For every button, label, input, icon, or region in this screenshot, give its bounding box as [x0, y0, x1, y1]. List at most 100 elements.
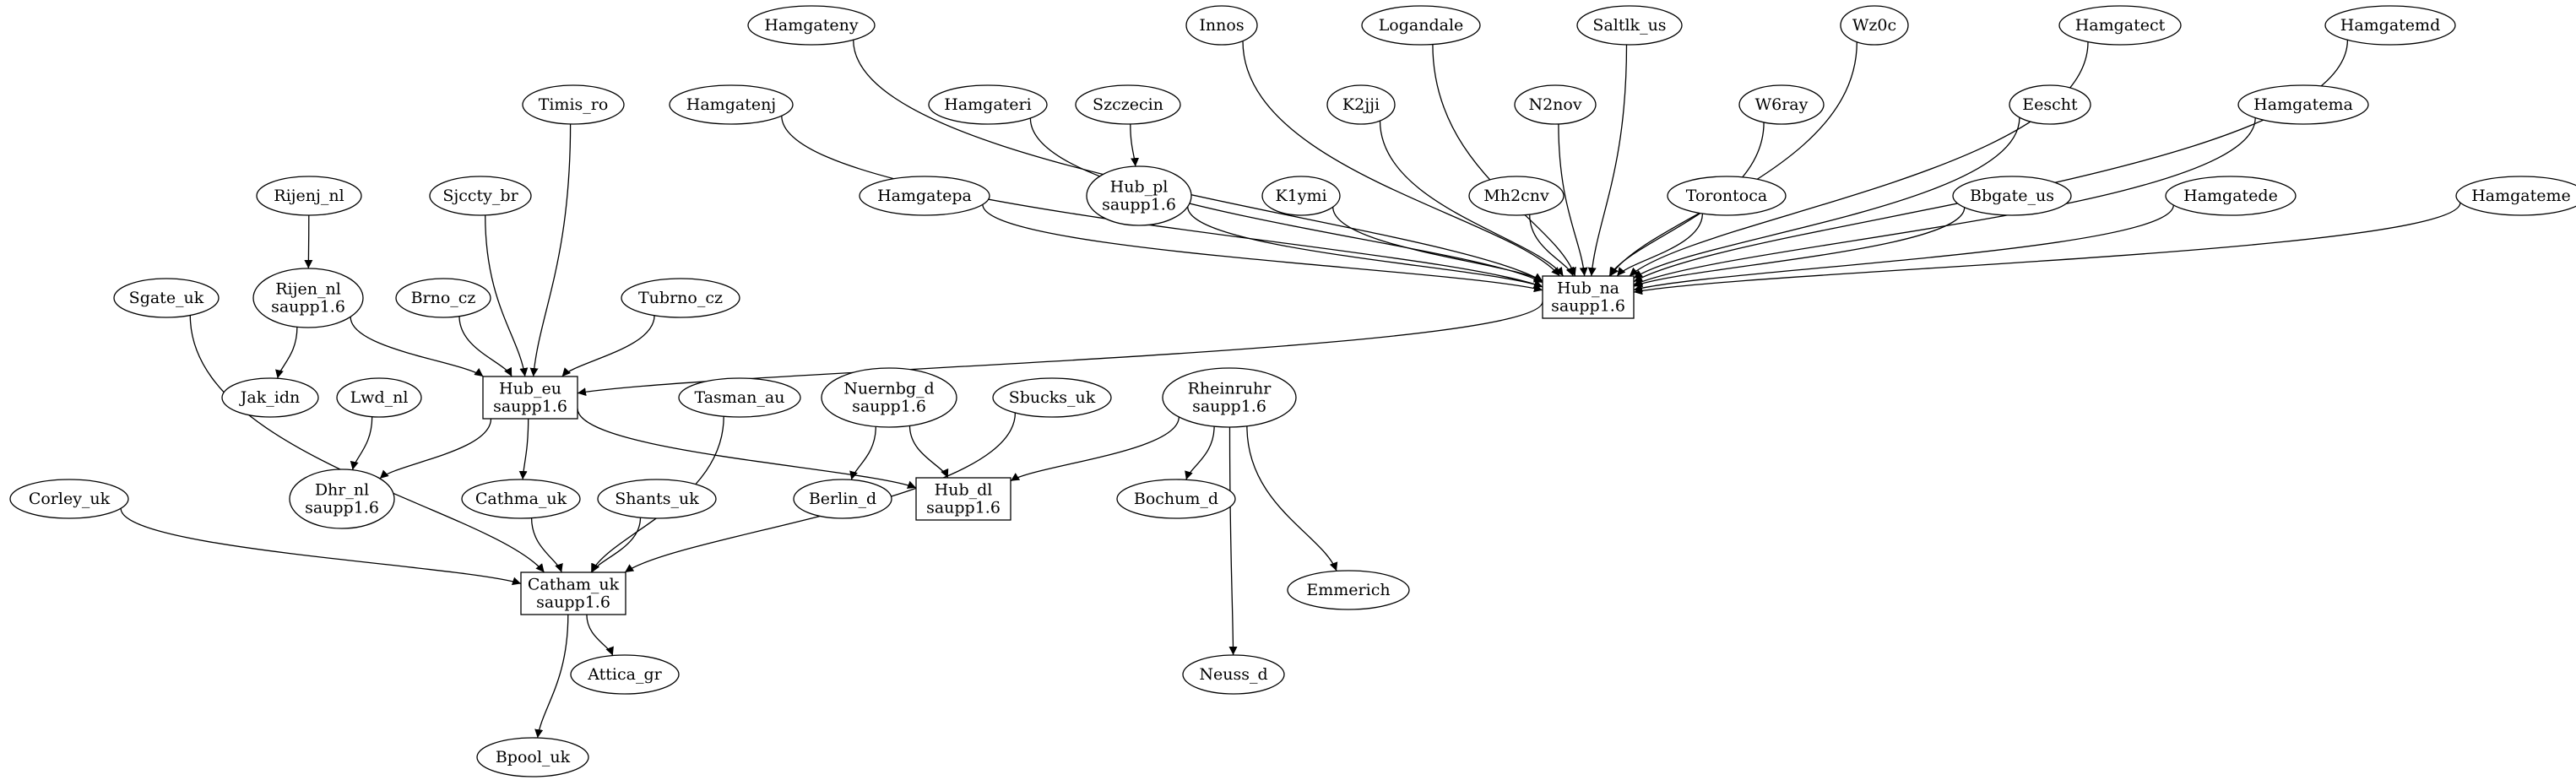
node-n2nov[interactable]: N2nov	[1514, 84, 1597, 125]
node-label: Brno_cz	[411, 289, 476, 307]
node-sjccty_br[interactable]: Sjccty_br	[429, 176, 532, 216]
node-attica_gr[interactable]: Attica_gr	[570, 654, 680, 695]
node-k2jji[interactable]: K2jji	[1326, 84, 1396, 125]
node-label: Bpool_uk	[496, 748, 571, 766]
node-ellipse	[461, 479, 581, 519]
node-wz0c[interactable]: Wz0c	[1840, 5, 1909, 46]
node-hamgateny[interactable]: Hamgateny	[747, 5, 876, 46]
edge-rijenj_nl-to-rijen_nl	[304, 214, 313, 269]
node-shants_uk[interactable]: Shants_uk	[597, 479, 717, 519]
node-hamgatect[interactable]: Hamgatect	[2058, 5, 2182, 46]
node-label: Hamgatect	[2075, 16, 2166, 35]
node-bochum_d[interactable]: Bochum_d	[1116, 479, 1236, 519]
edge-logandale-to-hub_na	[1432, 44, 1576, 277]
node-label: Timis_ro	[539, 95, 609, 114]
node-label: Hub_eu	[499, 380, 561, 398]
node-neuss_d[interactable]: Neuss_d	[1182, 654, 1285, 695]
node-label: Lwd_nl	[350, 388, 409, 407]
node-lwd_nl[interactable]: Lwd_nl	[336, 377, 422, 418]
node-tasman_au[interactable]: Tasman_au	[678, 377, 801, 418]
node-ellipse	[336, 377, 422, 418]
node-szczecin[interactable]: Szczecin	[1075, 84, 1181, 125]
node-ellipse	[2455, 176, 2576, 216]
node-ellipse	[1738, 84, 1825, 125]
edge-hamgatepa-to-hub_na	[982, 204, 1543, 293]
node-hamgatepa[interactable]: Hamgatepa	[859, 176, 990, 216]
node-emmerich[interactable]: Emmerich	[1287, 570, 1410, 610]
node-box	[915, 477, 1011, 521]
node-label: Hamgateny	[764, 16, 859, 35]
edge-szczecin-to-hub_pl	[1130, 123, 1140, 167]
edge-timis_ro-to-hub_eu	[529, 123, 572, 377]
node-corley_uk[interactable]: Corley_uk	[9, 479, 129, 519]
node-cathma_uk[interactable]: Cathma_uk	[461, 479, 581, 519]
node-timis_ro[interactable]: Timis_ro	[522, 84, 625, 125]
edge-catham_uk-to-bpool_uk	[534, 614, 569, 739]
node-label: saupp1.6	[926, 499, 1001, 517]
edge-rheinruhr-to-emmerich	[1246, 425, 1338, 571]
node-rijenj_nl[interactable]: Rijenj_nl	[256, 176, 362, 216]
node-ellipse	[1326, 84, 1396, 125]
node-innos[interactable]: Innos	[1185, 5, 1258, 46]
node-label: Hamgatede	[2183, 187, 2278, 205]
node-ellipse	[1840, 5, 1909, 46]
node-ellipse	[1468, 176, 1565, 216]
node-sgate_uk[interactable]: Sgate_uk	[113, 278, 220, 318]
node-hamgatede[interactable]: Hamgatede	[2165, 176, 2297, 216]
node-hamgatenj[interactable]: Hamgatenj	[669, 84, 794, 125]
node-ellipse	[395, 278, 491, 318]
node-label: K1ymi	[1275, 187, 1326, 205]
node-tubrno_cz[interactable]: Tubrno_cz	[621, 278, 740, 318]
edge-n2nov-to-hub_na	[1558, 123, 1588, 277]
node-label: Berlin_d	[809, 490, 876, 508]
edge-sjccty_br-to-hub_eu	[485, 214, 529, 377]
edge-cathma_uk-to-catham_uk	[530, 517, 563, 573]
edge-hamgatect-to-hub_na	[1629, 41, 2089, 277]
node-saltlk_us[interactable]: Saltlk_us	[1576, 5, 1683, 46]
node-eescht[interactable]: Eescht	[2009, 84, 2091, 125]
node-ellipse	[621, 278, 740, 318]
node-hamgatema[interactable]: Hamgatema	[2237, 84, 2369, 125]
node-jak_idn[interactable]: Jak_idn	[221, 377, 319, 418]
node-label: Emmerich	[1306, 581, 1390, 599]
node-hamgateri[interactable]: Hamgateri	[928, 84, 1048, 125]
node-bbgate_us[interactable]: Bbgate_us	[1952, 176, 2072, 216]
node-label: Neuss_d	[1199, 665, 1267, 684]
node-k1ymi[interactable]: K1ymi	[1261, 176, 1341, 216]
node-hamgatemd[interactable]: Hamgatemd	[2324, 5, 2456, 46]
node-torontoca[interactable]: Torontoca	[1667, 176, 1787, 216]
node-label: Logandale	[1379, 16, 1464, 35]
node-ellipse	[1116, 479, 1236, 519]
node-sbucks_uk[interactable]: Sbucks_uk	[992, 377, 1112, 418]
node-box	[482, 376, 578, 420]
node-ellipse	[1162, 367, 1297, 428]
node-ellipse	[859, 176, 990, 216]
node-bpool_uk[interactable]: Bpool_uk	[476, 737, 589, 777]
node-w6ray[interactable]: W6ray	[1738, 84, 1825, 125]
edge-wz0c-to-hub_na	[1609, 41, 1857, 277]
node-ellipse	[1514, 84, 1597, 125]
edge-mh2cnv-to-hub_na	[1529, 214, 1574, 277]
node-hamgateme[interactable]: Hamgateme	[2455, 176, 2576, 216]
node-berlin_d[interactable]: Berlin_d	[793, 479, 892, 519]
node-ellipse	[1576, 5, 1683, 46]
edge-corley_uk-to-catham_uk	[120, 508, 522, 586]
node-logandale[interactable]: Logandale	[1361, 5, 1481, 46]
edge-hamgatede-to-hub_na	[1633, 204, 2174, 292]
node-label: Bochum_d	[1134, 490, 1218, 508]
edge-w6ray-to-hub_na	[1608, 122, 1765, 277]
edge-rijen_nl-to-hub_eu	[350, 317, 484, 377]
node-ellipse	[429, 176, 532, 216]
node-brno_cz[interactable]: Brno_cz	[395, 278, 491, 318]
node-mh2cnv[interactable]: Mh2cnv	[1468, 176, 1565, 216]
